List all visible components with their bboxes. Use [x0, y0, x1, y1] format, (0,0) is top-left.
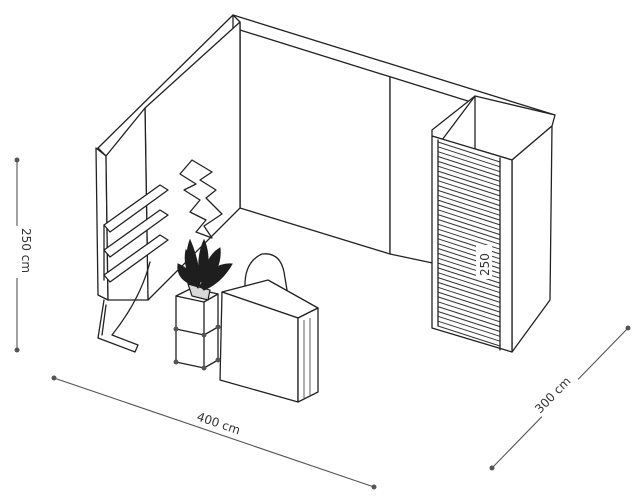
louvre-slat — [437, 189, 501, 211]
height-dimension: 250 cm — [10, 157, 33, 353]
louvre-slat — [437, 311, 501, 332]
cabin-side-wall — [511, 125, 553, 353]
louvre-slat — [437, 185, 501, 207]
width-dimension: 400 cm — [51, 375, 377, 490]
louvre-slat — [437, 272, 501, 294]
louvre-slat — [437, 306, 501, 328]
louvre-slat — [437, 141, 501, 163]
louvre-slat — [437, 277, 501, 299]
louvre-slat — [437, 291, 501, 313]
louvre-slat — [437, 320, 501, 342]
width-label: 400 cm — [195, 410, 242, 438]
louvre-slat — [437, 296, 501, 318]
potted-plant — [177, 238, 233, 301]
louvre-slat — [437, 170, 501, 192]
louvre-slat — [437, 199, 501, 221]
counter — [219, 279, 319, 403]
louvre-slat — [437, 204, 501, 226]
louvre-slat — [437, 146, 501, 168]
louvre-slat — [437, 223, 501, 245]
louvre-slat — [437, 325, 501, 347]
louvre-slat — [437, 267, 501, 289]
cabin-height-label: 250 — [478, 253, 492, 276]
lightning-bolt-graphic — [179, 159, 223, 239]
louvre-slat — [437, 165, 501, 187]
louvre-slat — [437, 151, 501, 173]
louvre-slat — [437, 281, 501, 303]
cabin-louvres — [437, 141, 501, 347]
louvre-slat — [437, 219, 501, 240]
louvre-slat — [437, 286, 501, 308]
louvre-slat — [437, 156, 501, 177]
wall-shelves — [103, 184, 169, 283]
curved-stand — [97, 261, 151, 353]
louvre-slat — [437, 175, 501, 197]
louvre-slat — [437, 194, 501, 216]
louvre-slat — [437, 301, 501, 323]
height-label: 250 cm — [19, 228, 33, 273]
display-cube-stand — [173, 287, 221, 371]
louvre-slat — [437, 180, 501, 202]
louvre-slat — [437, 209, 501, 231]
louvre-slat — [437, 160, 501, 182]
louvre-slat — [437, 315, 501, 337]
louvre-slat — [437, 262, 501, 284]
louvre-slat — [437, 214, 501, 236]
storage-cabin: 250 — [431, 95, 556, 353]
